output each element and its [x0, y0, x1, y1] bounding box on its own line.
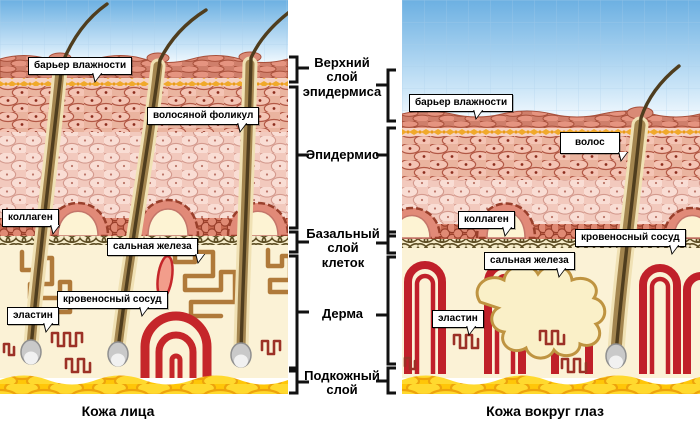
callout-text: эластин	[438, 313, 478, 324]
right-epidermis-layers	[402, 106, 700, 248]
scale-label-subcutaneous: Подкожный слой	[304, 368, 380, 398]
callout-text: коллаген	[8, 212, 53, 223]
callout-hair: волос	[560, 132, 629, 162]
scale-label-basal-layer: Базальный слой клеток	[306, 226, 380, 270]
callout-text: кровеносный сосуд	[581, 232, 680, 243]
callout-blood-vessel-right: кровеносный сосуд	[575, 229, 686, 255]
left-sky	[0, 0, 288, 64]
callout-text: барьер влажности	[415, 97, 508, 108]
callout-collagen-left: коллаген	[2, 209, 61, 235]
callout-hair-follicle: волосяной фоликул	[147, 107, 260, 133]
callout-text: эластин	[13, 310, 53, 321]
callout-collagen-right: коллаген	[458, 211, 515, 237]
callout-text: барьер влажности	[34, 60, 127, 71]
callout-text: волос	[575, 137, 605, 148]
left-fat-layer	[0, 375, 288, 394]
right-collagen-braid	[402, 239, 700, 248]
callout-moisture-barrier-left: барьер влажности	[28, 57, 133, 83]
callout-text: волосяной фоликул	[153, 110, 254, 121]
callout-moisture-barrier-right: барьер влажности	[409, 94, 514, 120]
hair-bulbs	[20, 339, 252, 368]
eye-skin-illustration	[402, 0, 700, 394]
callout-elastin-left: эластин	[7, 307, 59, 333]
callout-sebaceous-right: сальная железа	[484, 252, 575, 278]
callout-text: сальная железа	[490, 255, 569, 266]
caption-eye-skin: Кожа вокруг глаз	[486, 403, 604, 419]
callout-text: кровеносный сосуд	[63, 294, 162, 305]
callout-text: коллаген	[464, 214, 509, 225]
callout-blood-vessel-left: кровеносный сосуд	[57, 291, 168, 317]
left-elastin-fibers	[2, 331, 282, 374]
right-elastin-fibers	[403, 329, 588, 374]
scale-label-upper-epidermis: Верхний слой эпидермиса	[302, 55, 382, 99]
callout-elastin-right: эластин	[432, 310, 484, 336]
scale-label-dermis: Дерма	[321, 306, 364, 321]
callout-text: сальная железа	[113, 241, 192, 252]
caption-face-skin: Кожа лица	[81, 403, 155, 419]
layer-scale-brackets	[289, 55, 396, 395]
scale-label-epidermis: Эпидермис	[305, 147, 380, 162]
callout-sebaceous-left: сальная железа	[107, 238, 206, 264]
right-fat-layer	[402, 375, 700, 394]
left-blood-vessel-loop	[140, 311, 212, 378]
right-hair-bulb-highlight	[609, 355, 623, 369]
